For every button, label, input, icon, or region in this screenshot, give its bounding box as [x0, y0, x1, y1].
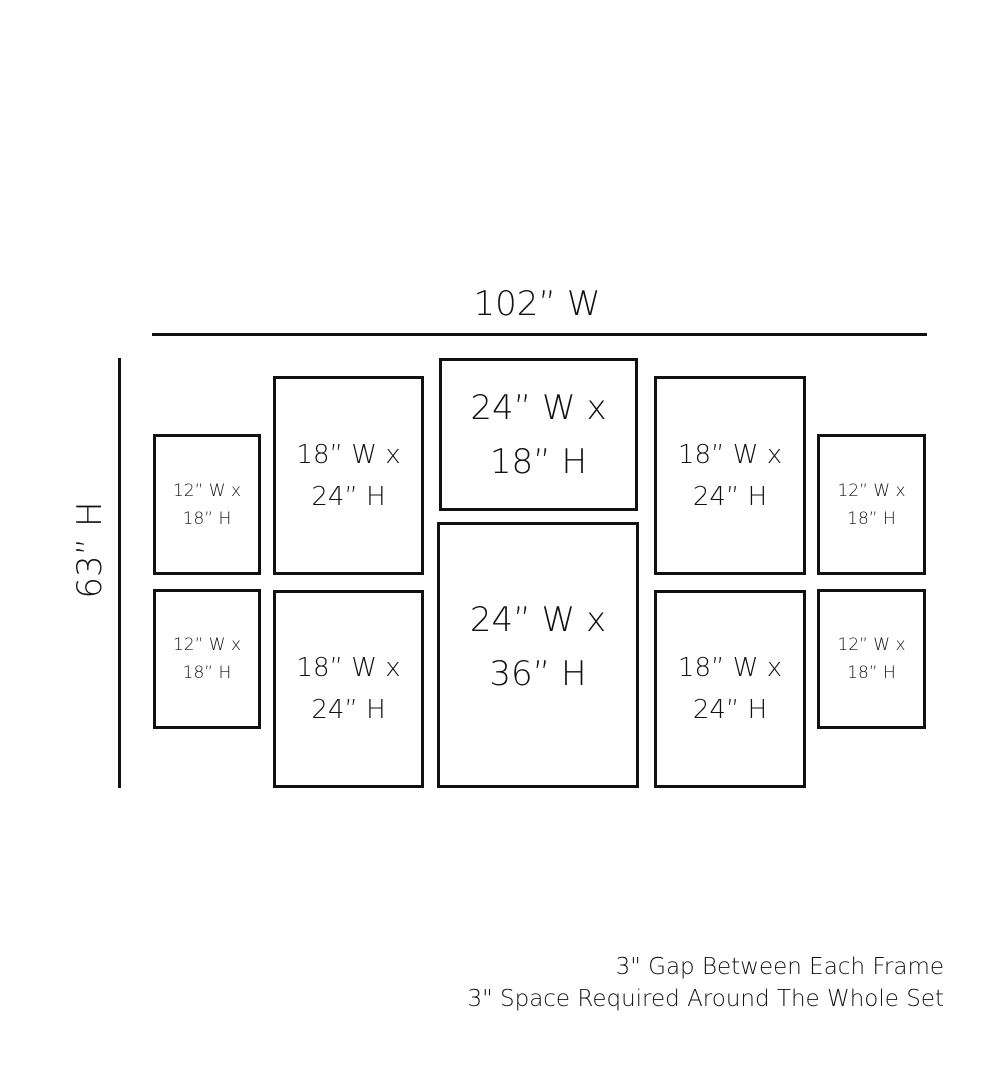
frame-label-width: 18” W x	[677, 439, 783, 470]
frame-left-bottom-18x24: 18” W x 24” H	[273, 590, 424, 788]
frame-label-width: 18” W x	[296, 653, 401, 683]
frame-left-top-18x24: 18” W x 24” H	[273, 376, 424, 575]
width-label: 102” W	[473, 284, 601, 324]
frame-label-width: 12” W x	[172, 480, 242, 501]
frame-label-height: 24” H	[692, 481, 768, 512]
frame-label-height: 18” H	[847, 508, 896, 529]
height-label: 63” H	[70, 501, 110, 599]
frame-label-width: 24” W x	[470, 387, 607, 428]
frame-label-height: 24” H	[311, 695, 386, 725]
frame-label-height: 18” H	[489, 441, 588, 482]
space-note: 3" Space Required Around The Whole Set	[467, 986, 944, 1012]
frame-label-height: 24” H	[692, 695, 768, 725]
frame-label-width: 12” W x	[172, 635, 242, 655]
frame-center-bottom-24x36: 24” W x 36” H	[437, 522, 639, 788]
frame-left-bottom-12x18: 12” W x 18” H	[153, 589, 261, 729]
frame-label-width: 18” W x	[677, 653, 783, 683]
frame-label-height: 24” H	[311, 481, 386, 512]
height-dimension-line	[118, 358, 121, 788]
frame-label-height: 36” H	[489, 654, 587, 694]
frame-label-height: 18” H	[182, 508, 232, 529]
width-dimension-line	[152, 333, 927, 336]
frame-label-width: 12” W x	[837, 635, 906, 655]
frame-left-top-12x18: 12” W x 18” H	[153, 434, 261, 575]
frame-label-width: 24” W x	[469, 600, 607, 640]
frame-right-top-18x24: 18” W x 24” H	[654, 376, 806, 575]
frame-label-height: 18” H	[847, 663, 896, 683]
frame-right-bottom-12x18: 12” W x 18” H	[817, 589, 926, 729]
frame-right-bottom-18x24: 18” W x 24” H	[654, 590, 806, 788]
frame-label-width: 18” W x	[296, 439, 401, 470]
gap-note: 3" Gap Between Each Frame	[615, 954, 944, 980]
frame-center-top-24x18: 24” W x 18” H	[439, 358, 638, 511]
frame-right-top-12x18: 12” W x 18” H	[817, 434, 926, 575]
frame-label-width: 12” W x	[837, 480, 906, 501]
frame-label-height: 18” H	[182, 663, 232, 683]
